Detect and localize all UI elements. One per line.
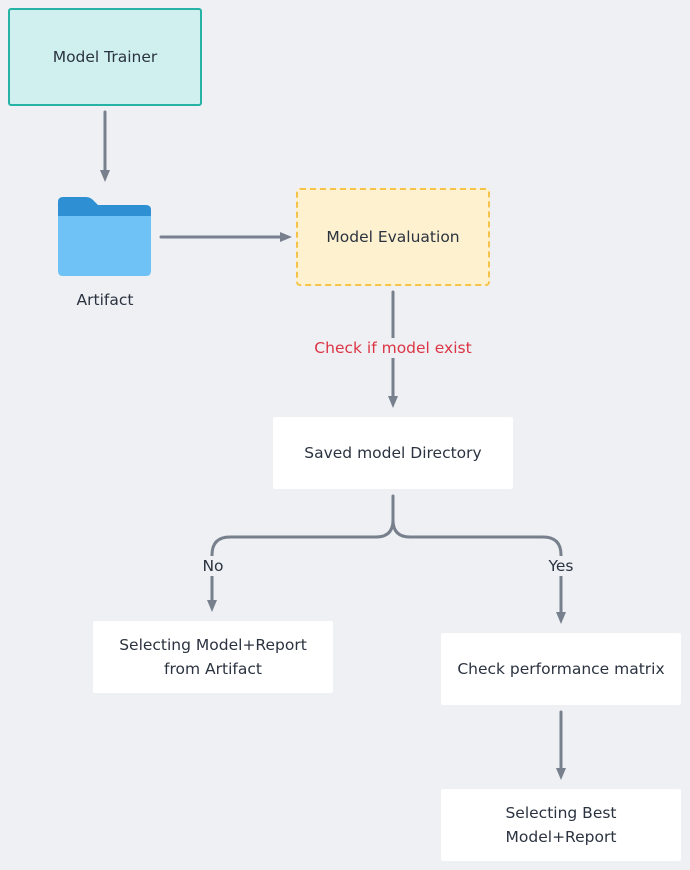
model-evaluation-label: Model Evaluation: [326, 228, 460, 246]
saved-model-directory-node[interactable]: Saved model Directory: [273, 417, 513, 489]
selecting-best-line-2: Model+Report: [505, 828, 617, 846]
edge-label-yes: Yes: [541, 556, 581, 576]
edge-label-no: No: [196, 556, 230, 576]
model-trainer-node[interactable]: Model Trainer: [8, 8, 202, 106]
selecting-best-node[interactable]: Selecting Best Model+Report: [441, 789, 681, 861]
check-performance-label: Check performance matrix: [457, 660, 665, 678]
edge-branch-no: [207, 494, 395, 612]
saved-model-directory-label: Saved model Directory: [304, 444, 482, 462]
selecting-from-artifact-line-1: Selecting Model+Report: [119, 636, 307, 654]
selecting-best-line-1: Selecting Best: [505, 804, 617, 822]
check-performance-node[interactable]: Check performance matrix: [441, 633, 681, 705]
folder-icon: [58, 197, 151, 276]
selecting-from-artifact-node[interactable]: Selecting Model+Report from Artifact: [93, 621, 333, 693]
model-evaluation-node[interactable]: Model Evaluation: [296, 188, 490, 286]
model-trainer-label: Model Trainer: [52, 48, 158, 66]
edge-label-check-if-exist: Check if model exist: [298, 338, 488, 358]
edge-branch-yes: [391, 518, 566, 624]
artifact-label: Artifact: [76, 291, 134, 309]
selecting-from-artifact-line-2: from Artifact: [164, 660, 262, 678]
